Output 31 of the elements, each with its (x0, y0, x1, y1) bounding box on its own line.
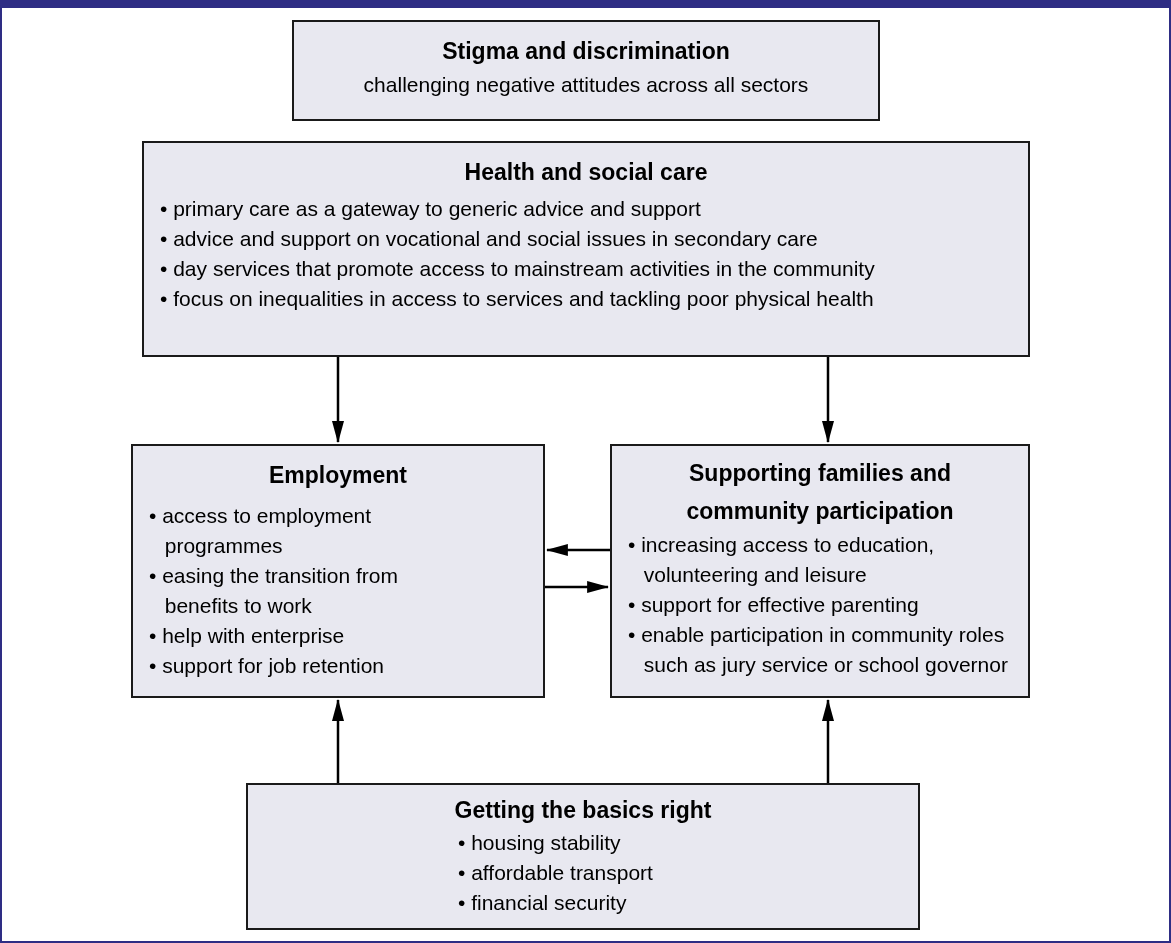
arrow (332, 357, 344, 443)
bullet-item: • affordable transport (458, 859, 654, 886)
text-box (131, 444, 545, 698)
text-box (246, 783, 920, 930)
bullet-item: • help with enterprise (149, 622, 346, 649)
text-box (610, 444, 1030, 698)
bullet-item: • increasing access to education, volunteering and leisure (628, 532, 936, 588)
arrow (332, 699, 344, 783)
bullet-item: • support for job retention (149, 652, 385, 679)
box-heading: Stigma and discrimination (441, 37, 731, 66)
box-heading: Getting the basics right (453, 796, 713, 825)
text-box (142, 141, 1030, 357)
bullet-item: • access to employment programmes (149, 502, 373, 559)
arrow (822, 699, 834, 783)
bullet-item: • financial security (458, 889, 628, 916)
arrow (545, 581, 609, 593)
bullet-item: • easing the transition from benefits to work (149, 562, 399, 619)
bullet-item: • advice and support on vocational and social issues in secondary care (160, 225, 819, 252)
box-heading: Supporting families and community participation (685, 459, 955, 526)
arrow (546, 544, 610, 556)
bullet-item: • focus on inequalities in access to services and tackling poor physical health (160, 285, 875, 312)
box-heading: Health and social care (463, 158, 709, 187)
bullet-item: • primary care as a gateway to generic advice and support (160, 195, 702, 222)
bullet-item: • support for effective parenting (628, 592, 920, 618)
bullet-item: • day services that promote access to mainstream activities in the community (160, 255, 876, 282)
bullet-item: • enable participation in community roles such as jury service or school governor (628, 622, 1009, 678)
arrow (822, 357, 834, 443)
bullet-item: • housing stability (458, 829, 622, 856)
box-heading: Employment (268, 461, 408, 490)
box-subtitle: challenging negative attitudes across all sectors (362, 71, 810, 98)
text-box (292, 20, 880, 121)
